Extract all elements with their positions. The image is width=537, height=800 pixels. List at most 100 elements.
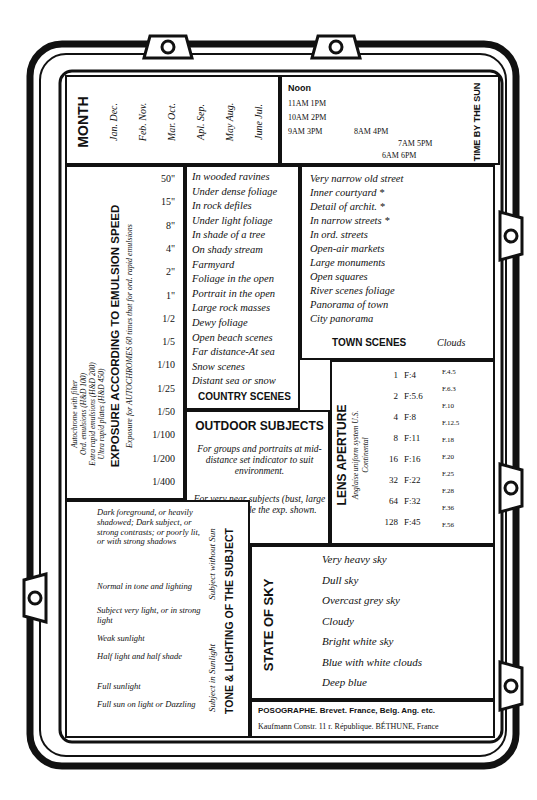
scale-label: 1/200 [137,453,175,465]
scale-label: Anglaise uniform system U.S. [352,370,361,540]
scale-label: Panorama of town [310,299,482,311]
scale-label: Continental [362,370,371,540]
panel-heading: COUNTRY SCENES [191,391,298,403]
scale-label: F:32 [404,496,438,506]
panel-heading: LENS APERTURE [336,370,351,540]
panel-heading: TONE & LIGHTING OF THE SUBJECT [223,508,236,734]
scale-label: In shade of a tree [192,229,298,241]
scale-label: 1 [374,370,398,380]
scale-label: 15" [137,196,175,208]
scale-label: F:45 [404,517,438,527]
scale-label: 8AM 4PM [354,127,414,136]
scale-label: Extra rapid emulsions (H&D 200) [89,339,98,489]
scale-label: Open-air markets [310,243,482,255]
scale-label: Cloudy [322,615,472,628]
scale-label: City panorama [310,313,482,325]
scale-label: F:8 [404,412,438,422]
scale-label: Full sun on light or Dazzling [97,700,203,710]
scale-label: Blue with white clouds [322,656,472,669]
scale-label: On shady stream [192,244,298,256]
scale-label: 2" [137,266,175,278]
scale-label: Open squares [310,271,482,283]
scale-label: In narrow streets * [310,215,482,227]
scale-label: Detail of archit. * [310,201,482,213]
scale-label: 50" [137,173,175,185]
town-scenes-panel: TOWN SCENESVery narrow old streetInner c… [300,165,495,360]
scale-label: 1/25 [137,383,175,395]
scale-label: Dewy foliage [192,317,298,329]
tone-lighting-panel: TONE & LIGHTING OF THE SUBJECTSubject in… [65,500,250,738]
scale-label: Subject very light, or in strong light [97,606,203,626]
scale-label: Apl. Sep. [195,81,207,163]
scale-label: F:5.6 [404,391,438,401]
scale-label: Inner courtyard * [310,187,482,199]
country-scenes-panel: COUNTRY SCENES In wooded ravinesUnder den… [185,165,300,410]
scale-label: Large monuments [310,257,482,269]
scale-label: Portrait in the open [192,288,298,300]
scale-label: Subject without Sun [207,508,218,620]
scale-label: F.4.5 [442,368,474,376]
scale-label: Farmyard [192,259,298,271]
scale-label: 7AM 5PM [398,139,458,148]
scale-label: F.25 [442,470,474,478]
scale-label: F.6.3 [442,385,474,393]
scale-label: 1/50 [137,406,175,418]
scale-label: May Aug. [224,81,236,163]
scale-label: 9AM 3PM [288,127,348,136]
scale-label: 4" [137,243,175,255]
scale-label: Open beach scenes [192,332,298,344]
scale-label: F:22 [404,475,438,485]
scale-label: 64 [374,496,398,506]
scale-label: Half light and half shade [97,652,203,662]
scale-label: Distant sea or snow [192,375,298,387]
scale-label: F.18 [442,436,474,444]
scale-label: 1/10 [137,359,175,371]
scale-label: 1/400 [137,476,175,488]
panel-heading: OUTDOOR SUBJECTS [193,420,326,434]
scale-label: F:11 [404,433,438,443]
scale-label: Clouds [437,337,487,349]
scale-label: Overcast grey sky [322,594,472,607]
scale-label: Under dense foliage [192,186,298,198]
scale-label: 16 [374,454,398,464]
scale-label: For groups and portraits at mid-distance… [193,444,326,477]
scale-label: Far distance-At sea [192,346,298,358]
scale-label: Ultra rapid plates (H&D 450) [98,339,107,489]
scale-label: Bright white sky [322,635,472,648]
scale-label: River scenes foliage [310,285,482,297]
scale-label: F.28 [442,487,474,495]
scale-label: 1/5 [137,336,175,348]
panel-heading: POSOGRAPHE. Brevet. France, Belg. Ang. e… [258,706,491,715]
scale-label: 32 [374,475,398,485]
panel-heading: MONTH [75,81,92,163]
scale-label: 8 [374,433,398,443]
scale-label: 128 [374,517,398,527]
scale-label: 8" [137,220,175,232]
scale-label: Large rock masses [192,302,298,314]
scale-label: F.12.5 [442,419,474,427]
scale-label: Dull sky [322,574,472,587]
scale-label: F:16 [404,454,438,464]
scale-label: 2 [374,391,398,401]
scale-label: In wooded ravines [192,171,298,183]
scale-label: In rock defiles [192,200,298,212]
scale-label: Very narrow old street [310,173,482,185]
time-panel: TIME BY THE SUNNoon11AM 1PM10AM 2PM9AM 3… [280,75,500,165]
scale-label: Snow scenes [192,361,298,373]
scale-label: Ord. emulsions (H&D 100) [80,339,89,489]
scale-label: 1/100 [137,429,175,441]
scale-label: F.10 [442,402,474,410]
month-panel: MONTHJan. Dec.Feb. Nov.Mar. Oct.Apl. Sep… [65,75,280,165]
scale-label: Under light foliage [192,215,298,227]
scale-label: Mar. Oct. [166,81,178,163]
scale-label: Exposure for AUTOCHROMES 60 times that f… [125,177,135,495]
scale-label: In ord. streets [310,229,482,241]
scale-label: Kaufmann Constr. 11 r. République. BÉTHU… [258,722,491,731]
scale-label: F.36 [442,504,474,512]
state-of-sky-panel: STATE OF SKYVery heavy skyDull skyOverca… [250,545,495,700]
scale-label: F.20 [442,453,474,461]
scale-label: F:4 [404,370,438,380]
scale-label: Jan. Dec. [108,81,120,163]
scale-label: 1/2 [137,313,175,325]
panel-heading: Noon [288,83,348,93]
